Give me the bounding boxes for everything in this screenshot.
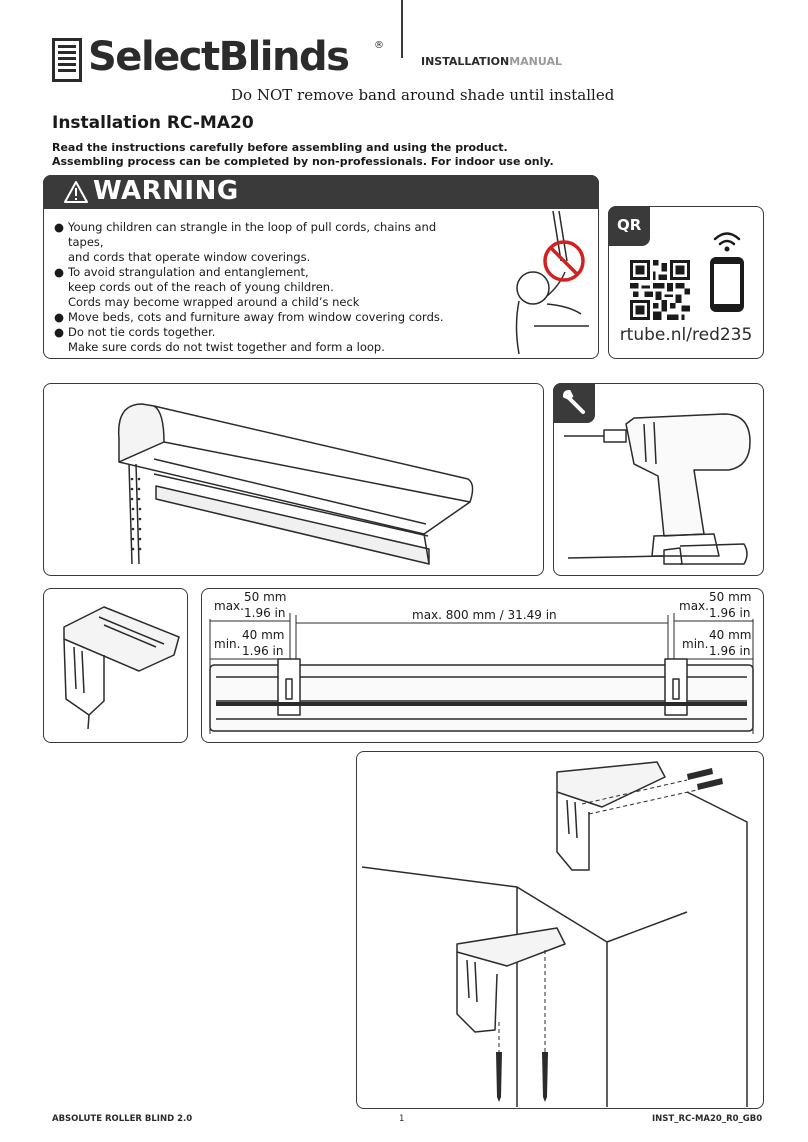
qr-code-icon	[630, 260, 690, 320]
registered-mark: ®	[374, 40, 384, 51]
bracket-panel	[43, 588, 188, 743]
mounting-panel	[356, 751, 764, 1109]
warning-item: ● Young children can strangle in the loo…	[54, 220, 437, 264]
warning-list: ● Young children can strangle in the loo…	[54, 220, 474, 355]
blinds-logo-icon	[52, 38, 82, 82]
warning-heading: WARNING	[93, 176, 239, 206]
smartphone-wifi-icon	[710, 232, 744, 312]
right-max-prefix: max.	[679, 599, 709, 613]
child-cord-warning-icon	[515, 210, 589, 355]
right-max-in: 1.96 in	[709, 606, 751, 620]
footer-code: INST_RC-MA20_R0_GB0	[652, 1114, 763, 1124]
manual-label: INSTALLATIONMANUAL	[421, 55, 562, 68]
left-max-mm: 50 mm	[244, 590, 287, 604]
tools-tag	[553, 383, 595, 423]
warning-triangle-icon	[64, 181, 88, 203]
warning-item: ● Do not tie cords together.Make sure co…	[54, 325, 385, 354]
product-panel	[43, 383, 544, 576]
intro-line-1: Read the instructions carefully before a…	[52, 141, 508, 154]
qr-link[interactable]: rtube.nl/red235	[619, 325, 753, 345]
qr-tag: QR	[608, 206, 650, 246]
warning-panel: WARNING ● Young children can strangle in…	[43, 175, 599, 359]
install-notice: Do NOT remove band around shade until in…	[231, 86, 615, 104]
left-min-prefix: min.	[214, 637, 241, 651]
warning-header: WARNING	[43, 175, 599, 209]
right-min-in: 1.96 in	[709, 644, 751, 658]
right-min-prefix: min.	[682, 637, 709, 651]
dimensions-panel: max. 50 mm 1.96 in min. 40 mm 1.96 in ma…	[201, 588, 764, 743]
header-divider	[401, 0, 403, 58]
wrench-icon	[562, 390, 585, 414]
qr-panel: QR rtube.nl/red235	[608, 206, 764, 359]
left-max-prefix: max.	[214, 599, 244, 613]
bracket-illustration	[63, 606, 180, 730]
warning-item: ● Move beds, cots and furniture away fro…	[54, 310, 444, 324]
intro-line-2: Assembling process can be completed by n…	[52, 155, 554, 168]
right-max-mm: 50 mm	[709, 590, 752, 604]
tools-panel	[553, 383, 764, 576]
warning-item: ● To avoid strangulation and entanglemen…	[54, 265, 360, 309]
manual-label-light: MANUAL	[509, 55, 563, 68]
brand-name: SelectBlinds	[88, 34, 350, 80]
roller-blind-illustration	[117, 403, 474, 565]
left-min-in: 1.96 in	[242, 644, 284, 658]
drill-screwdriver-illustration	[564, 413, 751, 565]
manual-label-bold: INSTALLATION	[421, 55, 510, 68]
dimension-diagram	[209, 613, 754, 734]
left-min-mm: 40 mm	[242, 628, 285, 642]
center-span: max. 800 mm / 31.49 in	[412, 608, 557, 622]
page-title: Installation RC-MA20	[52, 113, 254, 133]
footer-product: ABSOLUTE ROLLER BLIND 2.0	[52, 1114, 193, 1124]
right-min-mm: 40 mm	[709, 628, 752, 642]
left-max-in: 1.96 in	[244, 606, 286, 620]
qr-label: QR	[617, 216, 642, 234]
wall-mounting-illustration	[361, 761, 748, 1107]
footer-page: 1	[399, 1114, 405, 1124]
brand-logo: SelectBlinds ®	[52, 34, 392, 84]
